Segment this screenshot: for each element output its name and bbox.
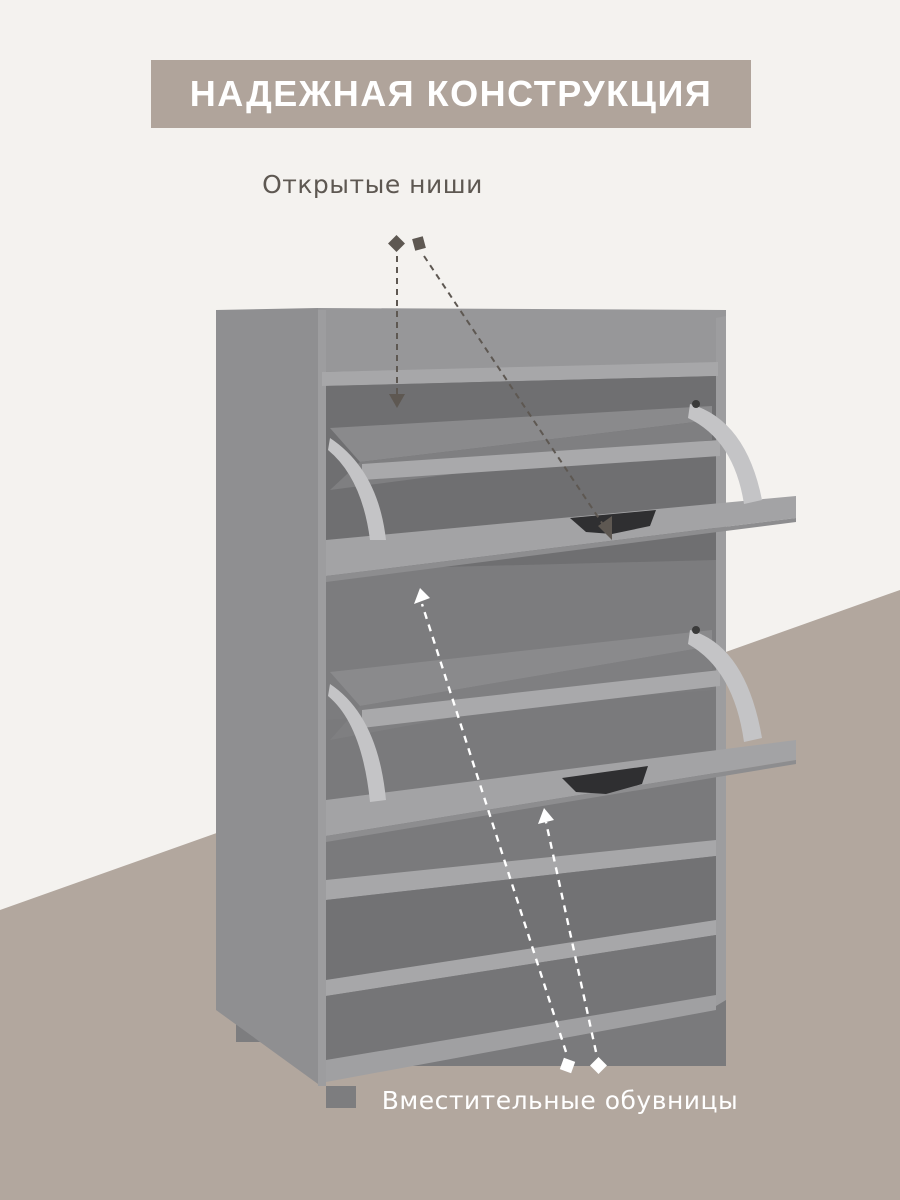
shoe-compartments-label: Вместительные обувницы [381,1086,739,1115]
cabinet-side-panel [216,308,318,1084]
title-banner: НАДЕЖНАЯ КОНСТРУКЦИЯ [151,60,751,128]
square-marker [559,1057,576,1074]
arrows-open-niches [388,235,612,540]
cabinet-foot [326,1086,356,1108]
shoe-flap-upper [326,400,796,582]
flap-handle [562,766,648,794]
square-marker [412,236,426,251]
cabinet-front-edge [318,310,326,1086]
open-niche-lower [326,856,716,980]
cabinet-bottom [326,995,716,1082]
open-niches-label: Открытые ниши [262,170,483,199]
cabinet-top [318,308,726,372]
diamond-marker [590,1057,607,1074]
arrows-shoe-compartments [414,588,607,1074]
page-title: НАДЕЖНАЯ КОНСТРУКЦИЯ [189,73,713,114]
flap-handle [570,510,656,534]
diamond-marker [388,235,405,252]
cabinet-shelf [326,840,716,900]
cabinet-shelf [322,362,718,386]
cabinet-shelf [326,920,716,996]
shoe-flap-lower [326,626,796,842]
open-niche-bottom [326,935,716,1060]
